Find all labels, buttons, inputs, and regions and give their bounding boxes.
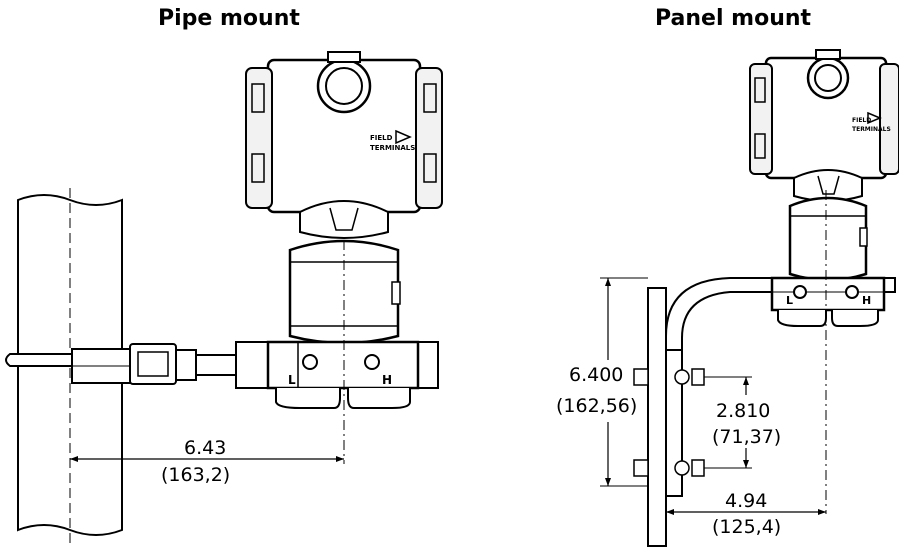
pipe-transmitter-housing: [245, 51, 443, 239]
pipe-terminals-label: TERMINALS: [370, 144, 415, 152]
panel-height-metric: (162,56): [556, 395, 638, 417]
panel-plate: [647, 287, 667, 547]
bolt-spacing-metric: (71,37): [712, 426, 782, 448]
offset-dimension-line: [666, 509, 826, 515]
bolt-spacing-dimension-line: [704, 376, 752, 469]
u-bolt: [5, 348, 133, 384]
pipe-mount-title: Pipe mount: [158, 6, 300, 31]
panel-transmitter-housing: [749, 49, 899, 202]
panel-height-dimension-line: [600, 277, 648, 487]
pipe-low-port-label: L: [288, 373, 296, 387]
pipe-sensor-module: [288, 239, 401, 345]
offset-metric: (125,4): [712, 516, 782, 538]
panel-high-port-label: H: [862, 294, 871, 307]
pipe-dimension-line: [70, 456, 344, 462]
pipe-field-label: FIELD: [370, 134, 393, 142]
pipe-clamp: [129, 343, 237, 385]
pipe-bracket: [235, 341, 439, 389]
pipe-flange: [266, 340, 420, 409]
panel-height-value: 6.400: [569, 364, 624, 386]
panel-flange: [770, 276, 886, 327]
offset-value: 4.94: [725, 490, 768, 512]
pipe-dim-value: 6.43: [184, 437, 227, 459]
panel-bolts: [633, 368, 705, 477]
bolt-spacing-value: 2.810: [716, 400, 771, 422]
panel-mount-title: Panel mount: [655, 6, 812, 31]
pipe-dim-metric: (163,2): [161, 464, 231, 486]
panel-low-port-label: L: [786, 294, 793, 307]
pipe-high-port-label: H: [382, 373, 392, 387]
panel-field-label: FIELD: [852, 117, 871, 124]
panel-sensor-module: [788, 196, 868, 282]
panel-terminals-label: TERMINALS: [852, 126, 891, 133]
